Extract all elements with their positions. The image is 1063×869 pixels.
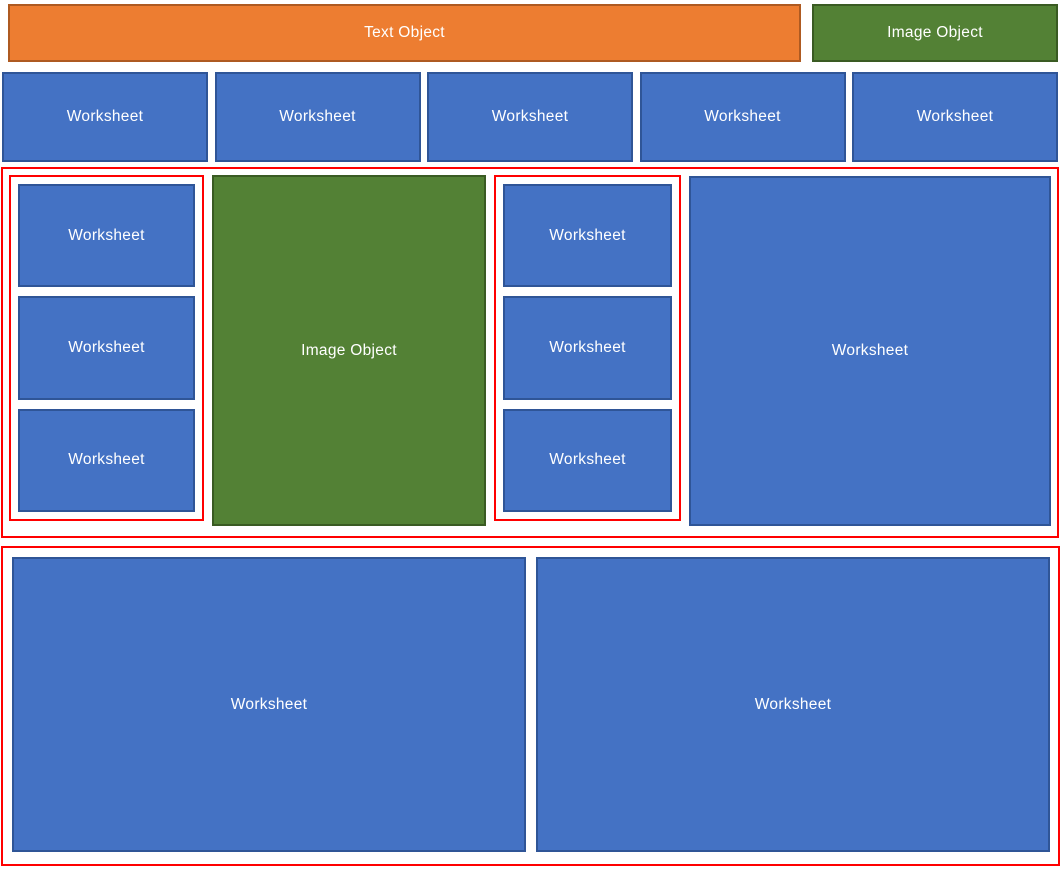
worksheet-label: Worksheet bbox=[491, 108, 569, 125]
image-object-label: Image Object bbox=[887, 24, 983, 41]
worksheet-box: Worksheet bbox=[503, 184, 672, 288]
worksheet-box: Worksheet bbox=[2, 72, 208, 162]
worksheet-label: Worksheet bbox=[230, 695, 308, 713]
worksheet-box: Worksheet bbox=[639, 72, 846, 162]
worksheet-label: Worksheet bbox=[549, 226, 626, 244]
text-object-box: Text Object bbox=[8, 4, 801, 62]
worksheet-box: Worksheet bbox=[852, 72, 1058, 162]
worksheet-label: Worksheet bbox=[754, 695, 832, 713]
worksheet-label: Worksheet bbox=[68, 451, 145, 469]
worksheet-label: Worksheet bbox=[68, 226, 145, 244]
worksheet-box-large: Worksheet bbox=[689, 176, 1051, 526]
image-object-box: Image Object bbox=[812, 4, 1058, 62]
worksheet-box-bottom-left: Worksheet bbox=[12, 557, 526, 852]
worksheet-box-bottom-right: Worksheet bbox=[536, 557, 1050, 852]
worksheet-label: Worksheet bbox=[831, 342, 909, 359]
worksheet-label: Worksheet bbox=[549, 338, 626, 356]
worksheet-strip-row: Worksheet Worksheet Worksheet Worksheet … bbox=[2, 72, 1058, 162]
image-object-label: Image Object bbox=[301, 341, 397, 359]
worksheet-box: Worksheet bbox=[214, 72, 421, 162]
worksheet-label: Worksheet bbox=[68, 338, 145, 356]
worksheet-box: Worksheet bbox=[18, 184, 195, 288]
center-worksheet-column: Worksheet Worksheet Worksheet bbox=[494, 175, 681, 521]
bottom-layout-container: Worksheet Worksheet bbox=[1, 546, 1060, 866]
worksheet-box: Worksheet bbox=[18, 408, 195, 512]
left-worksheet-column: Worksheet Worksheet Worksheet bbox=[9, 175, 204, 521]
worksheet-label: Worksheet bbox=[279, 108, 356, 125]
worksheet-box: Worksheet bbox=[427, 72, 633, 162]
worksheet-label: Worksheet bbox=[916, 108, 994, 125]
worksheet-box: Worksheet bbox=[18, 296, 195, 400]
worksheet-label: Worksheet bbox=[66, 108, 144, 125]
worksheet-label: Worksheet bbox=[549, 451, 626, 469]
worksheet-box: Worksheet bbox=[503, 296, 672, 400]
top-row: Text Object Image Object bbox=[8, 4, 1058, 62]
worksheet-box: Worksheet bbox=[503, 408, 672, 512]
text-object-label: Text Object bbox=[364, 24, 445, 41]
image-object-box-tall: Image Object bbox=[212, 175, 486, 526]
middle-layout-container: Worksheet Worksheet Worksheet Image Obje… bbox=[1, 167, 1059, 538]
worksheet-label: Worksheet bbox=[704, 108, 781, 125]
